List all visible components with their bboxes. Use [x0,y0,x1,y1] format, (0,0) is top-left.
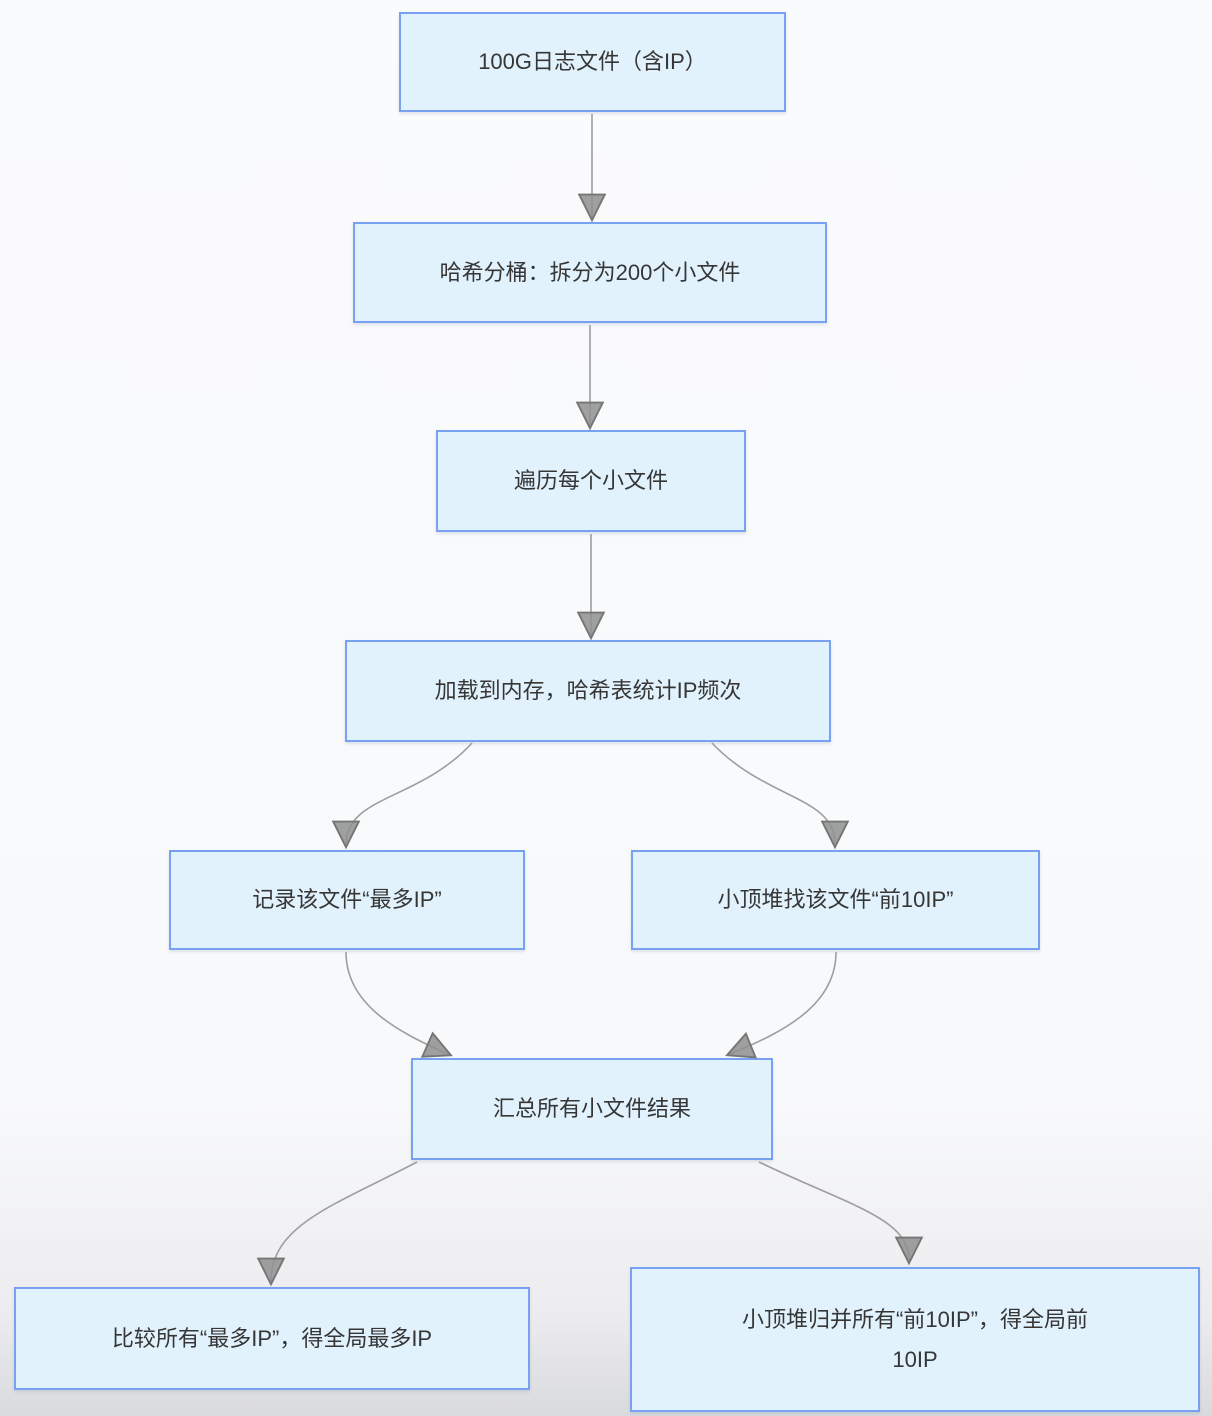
node-label: 遍历每个小文件 [513,468,668,493]
edge-agg-to-compare [256,1161,418,1287]
node-source-file[interactable]: 100G日志文件（含IP） [399,12,786,112]
node-compare-global-max[interactable]: 比较所有“最多IP”，得全局最多IP [14,1287,530,1390]
node-label: 小顶堆找该文件“前10IP” [717,887,954,912]
edge-load-to-record [331,742,473,850]
node-load-memory-count[interactable]: 加载到内存，哈希表统计IP频次 [345,640,831,742]
node-label: 加载到内存，哈希表统计IP频次 [434,678,742,703]
node-label: 100G日志文件（含IP） [478,49,707,74]
node-record-max-ip[interactable]: 记录该文件“最多IP” [169,850,525,950]
edge-agg-to-merge [758,1161,924,1266]
node-label: 汇总所有小文件结果 [492,1096,691,1121]
edge-heap-to-agg [725,951,837,1059]
edge-load-to-heap [711,742,850,850]
node-label: 比较所有“最多IP”，得全局最多IP [111,1325,433,1351]
node-label: 记录该文件“最多IP” [252,887,442,912]
node-label: 哈希分桶：拆分为200个小文件 [439,259,741,285]
node-hash-bucket[interactable]: 哈希分桶：拆分为200个小文件 [353,222,827,323]
node-aggregate-results[interactable]: 汇总所有小文件结果 [411,1058,773,1160]
edge-record-to-agg [345,951,453,1058]
node-label-line2: 10IP [892,1346,938,1372]
node-minheap-top10[interactable]: 小顶堆找该文件“前10IP” [631,850,1040,950]
node-iterate-files[interactable]: 遍历每个小文件 [436,430,746,532]
node-merge-global-top10[interactable]: 小顶堆归并所有“前10IP”，得全局前 10IP [630,1267,1200,1412]
node-label-line1: 小顶堆归并所有“前10IP”，得全局前 [742,1306,1088,1332]
